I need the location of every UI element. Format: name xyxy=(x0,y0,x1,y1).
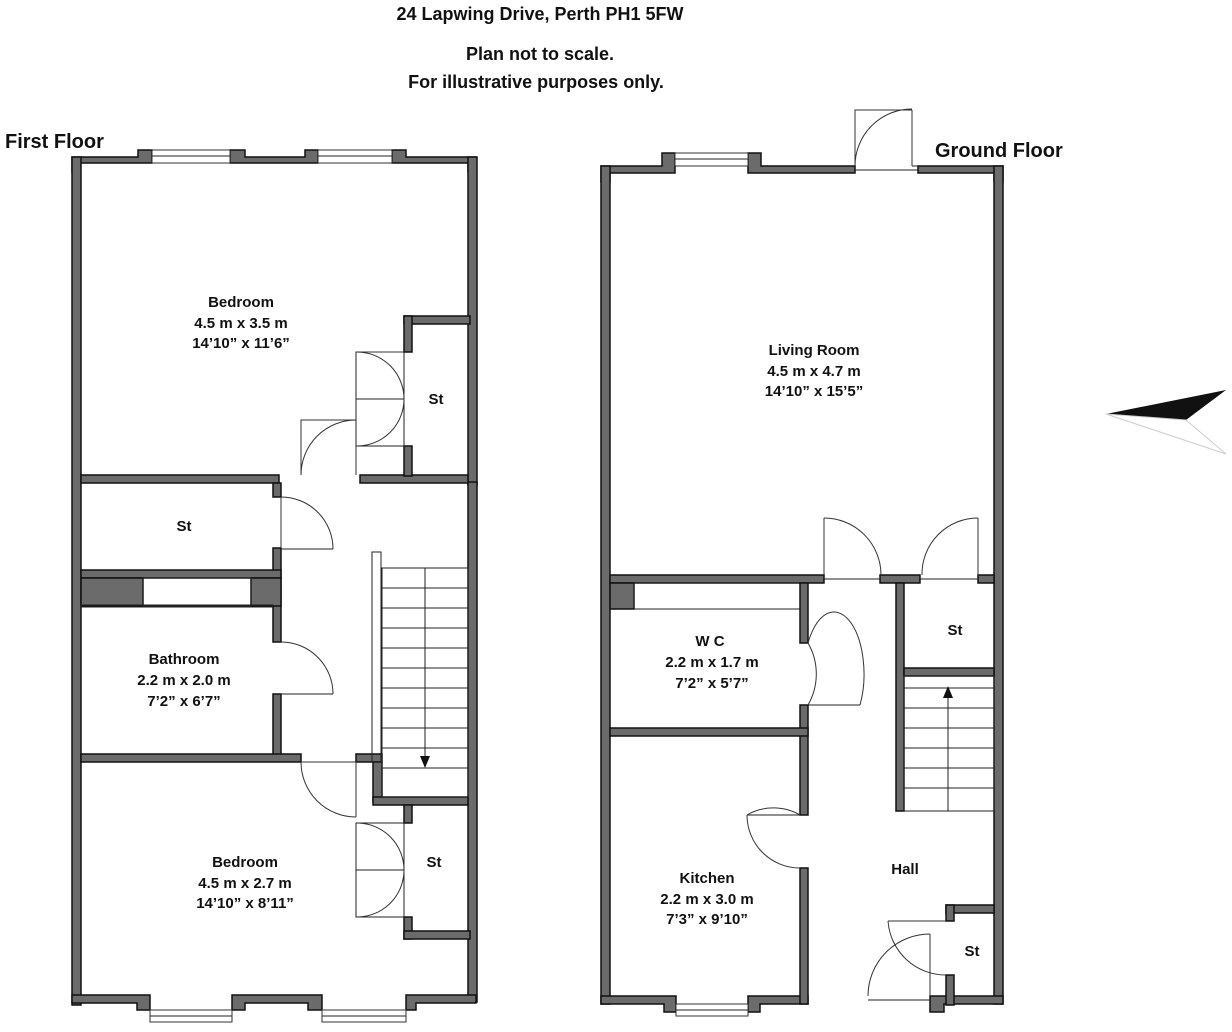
ground-floor-room-living-room: Living Room 4.5 m x 4.7 m 14’10” x 15’5” xyxy=(765,342,863,400)
ground-floor-room-hall: Hall xyxy=(891,861,919,878)
room-metric-size: 2.2 m x 2.0 m xyxy=(137,672,230,689)
ground-floor-room-store-hall: St xyxy=(965,943,980,960)
first-floor-room-store-bottom: St xyxy=(427,854,442,871)
first-floor-interior-walls xyxy=(80,315,471,940)
ground-floor-outer-walls xyxy=(600,152,1004,1013)
ground-floor-room-kitchen: Kitchen 2.2 m x 3.0 m 7’3” x 9’10” xyxy=(660,870,753,928)
disclaimer-line-1: Plan not to scale. xyxy=(466,44,614,64)
room-imperial-size: 7’2” x 5’7” xyxy=(675,675,748,692)
room-metric-size: 2.2 m x 1.7 m xyxy=(665,654,758,671)
ground-floor-interior-walls xyxy=(609,574,995,1006)
first-floor-plan: First Floor xyxy=(5,131,478,1023)
first-floor-doors xyxy=(280,351,405,918)
first-floor-staircase xyxy=(371,551,469,798)
room-name: Kitchen xyxy=(679,870,734,887)
ground-floor-front-door xyxy=(854,108,918,171)
first-floor-room-bedroom-top: Bedroom 4.5 m x 3.5 m 14’10” x 11’6” xyxy=(192,294,290,352)
room-imperial-size: 14’10” x 15’5” xyxy=(765,383,863,400)
room-imperial-size: 7’2” x 6’7” xyxy=(147,693,220,710)
ground-floor-doors xyxy=(746,517,979,1001)
room-metric-size: 2.2 m x 3.0 m xyxy=(660,891,753,908)
first-floor-room-store-landing: St xyxy=(177,518,192,535)
first-floor-room-bedroom-bottom: Bedroom 4.5 m x 2.7 m 14’10” x 8’11” xyxy=(196,854,294,912)
ground-floor-windows xyxy=(674,152,749,1017)
ground-floor-plan: Ground Floor xyxy=(600,108,1063,1017)
address-title: 24 Lapwing Drive, Perth PH1 5FW xyxy=(396,4,683,24)
first-floor-room-bathroom: Bathroom 2.2 m x 2.0 m 7’2” x 6’7” xyxy=(137,651,230,710)
room-imperial-size: 14’10” x 11’6” xyxy=(192,335,290,352)
room-metric-size: 4.5 m x 4.7 m xyxy=(767,363,860,380)
ground-floor-title: Ground Floor xyxy=(935,140,1063,162)
room-name: Bathroom xyxy=(149,651,220,668)
room-metric-size: 4.5 m x 3.5 m xyxy=(194,315,287,332)
first-floor-title: First Floor xyxy=(5,131,104,153)
disclaimer-line-2: For illustrative purposes only. xyxy=(408,72,664,92)
room-name: Living Room xyxy=(769,342,860,359)
room-name: Bedroom xyxy=(208,294,274,311)
first-floor-room-store-top: St xyxy=(429,391,444,408)
compass-arrow-icon xyxy=(1105,390,1227,455)
room-name: W C xyxy=(695,633,724,650)
room-name: Bedroom xyxy=(212,854,278,871)
room-imperial-size: 7’3” x 9’10” xyxy=(666,911,748,928)
first-floor-windows xyxy=(149,149,407,1023)
ground-floor-staircase xyxy=(903,675,995,812)
ground-floor-room-wc: W C 2.2 m x 1.7 m 7’2” x 5’7” xyxy=(665,633,758,692)
room-metric-size: 4.5 m x 2.7 m xyxy=(198,875,291,892)
room-imperial-size: 14’10” x 8’11” xyxy=(196,895,294,912)
ground-floor-room-store-under-stairs: St xyxy=(948,622,963,639)
